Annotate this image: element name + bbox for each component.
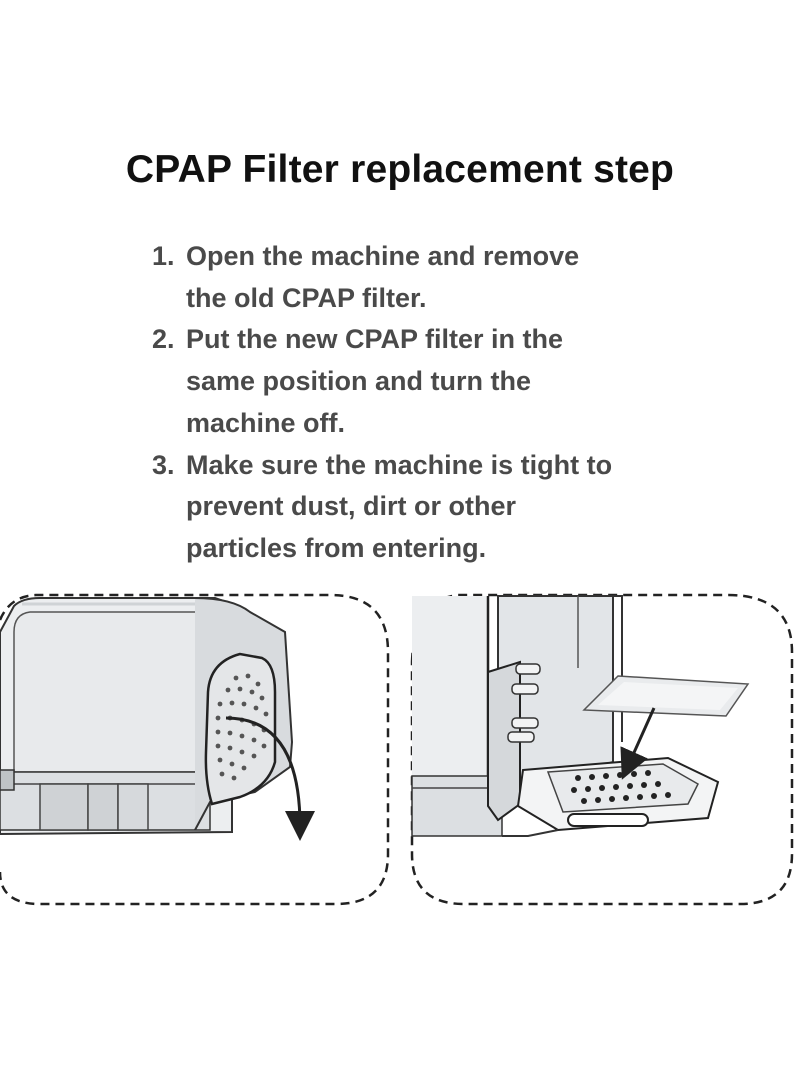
step-line: the old CPAP filter. [186,282,427,313]
step-number: 1. [152,241,175,271]
step-3: 3. Make sure the machine is tight to pre… [152,445,712,570]
step-line: prevent dust, dirt or other [186,491,517,522]
step-line: Make sure the machine is tight to [186,449,613,480]
step-number: 3. [152,449,175,480]
step-line: Open the machine and remove [186,241,580,271]
page-title: CPAP Filter replacement step [125,148,675,191]
step-line: machine off. [186,407,346,438]
step-2: 2. Put the new CPAP filter in the same p… [152,319,712,444]
step-line: Put the new CPAP filter in the [186,324,564,355]
step-1: 1. Open the machine and remove the old C… [152,236,712,319]
illustration-insert-filter [408,592,800,908]
curved-arrow-icon [225,716,315,841]
filter-insert-drawing [410,593,794,906]
step-line: particles from entering. [186,532,487,563]
step-line: same position and turn the [186,366,532,397]
illustration-open-machine [0,592,392,908]
machine-open-drawing [0,593,390,906]
steps-list: 1. Open the machine and remove the old C… [152,236,712,570]
down-arrow-icon [620,707,656,780]
step-number: 2. [152,324,175,355]
